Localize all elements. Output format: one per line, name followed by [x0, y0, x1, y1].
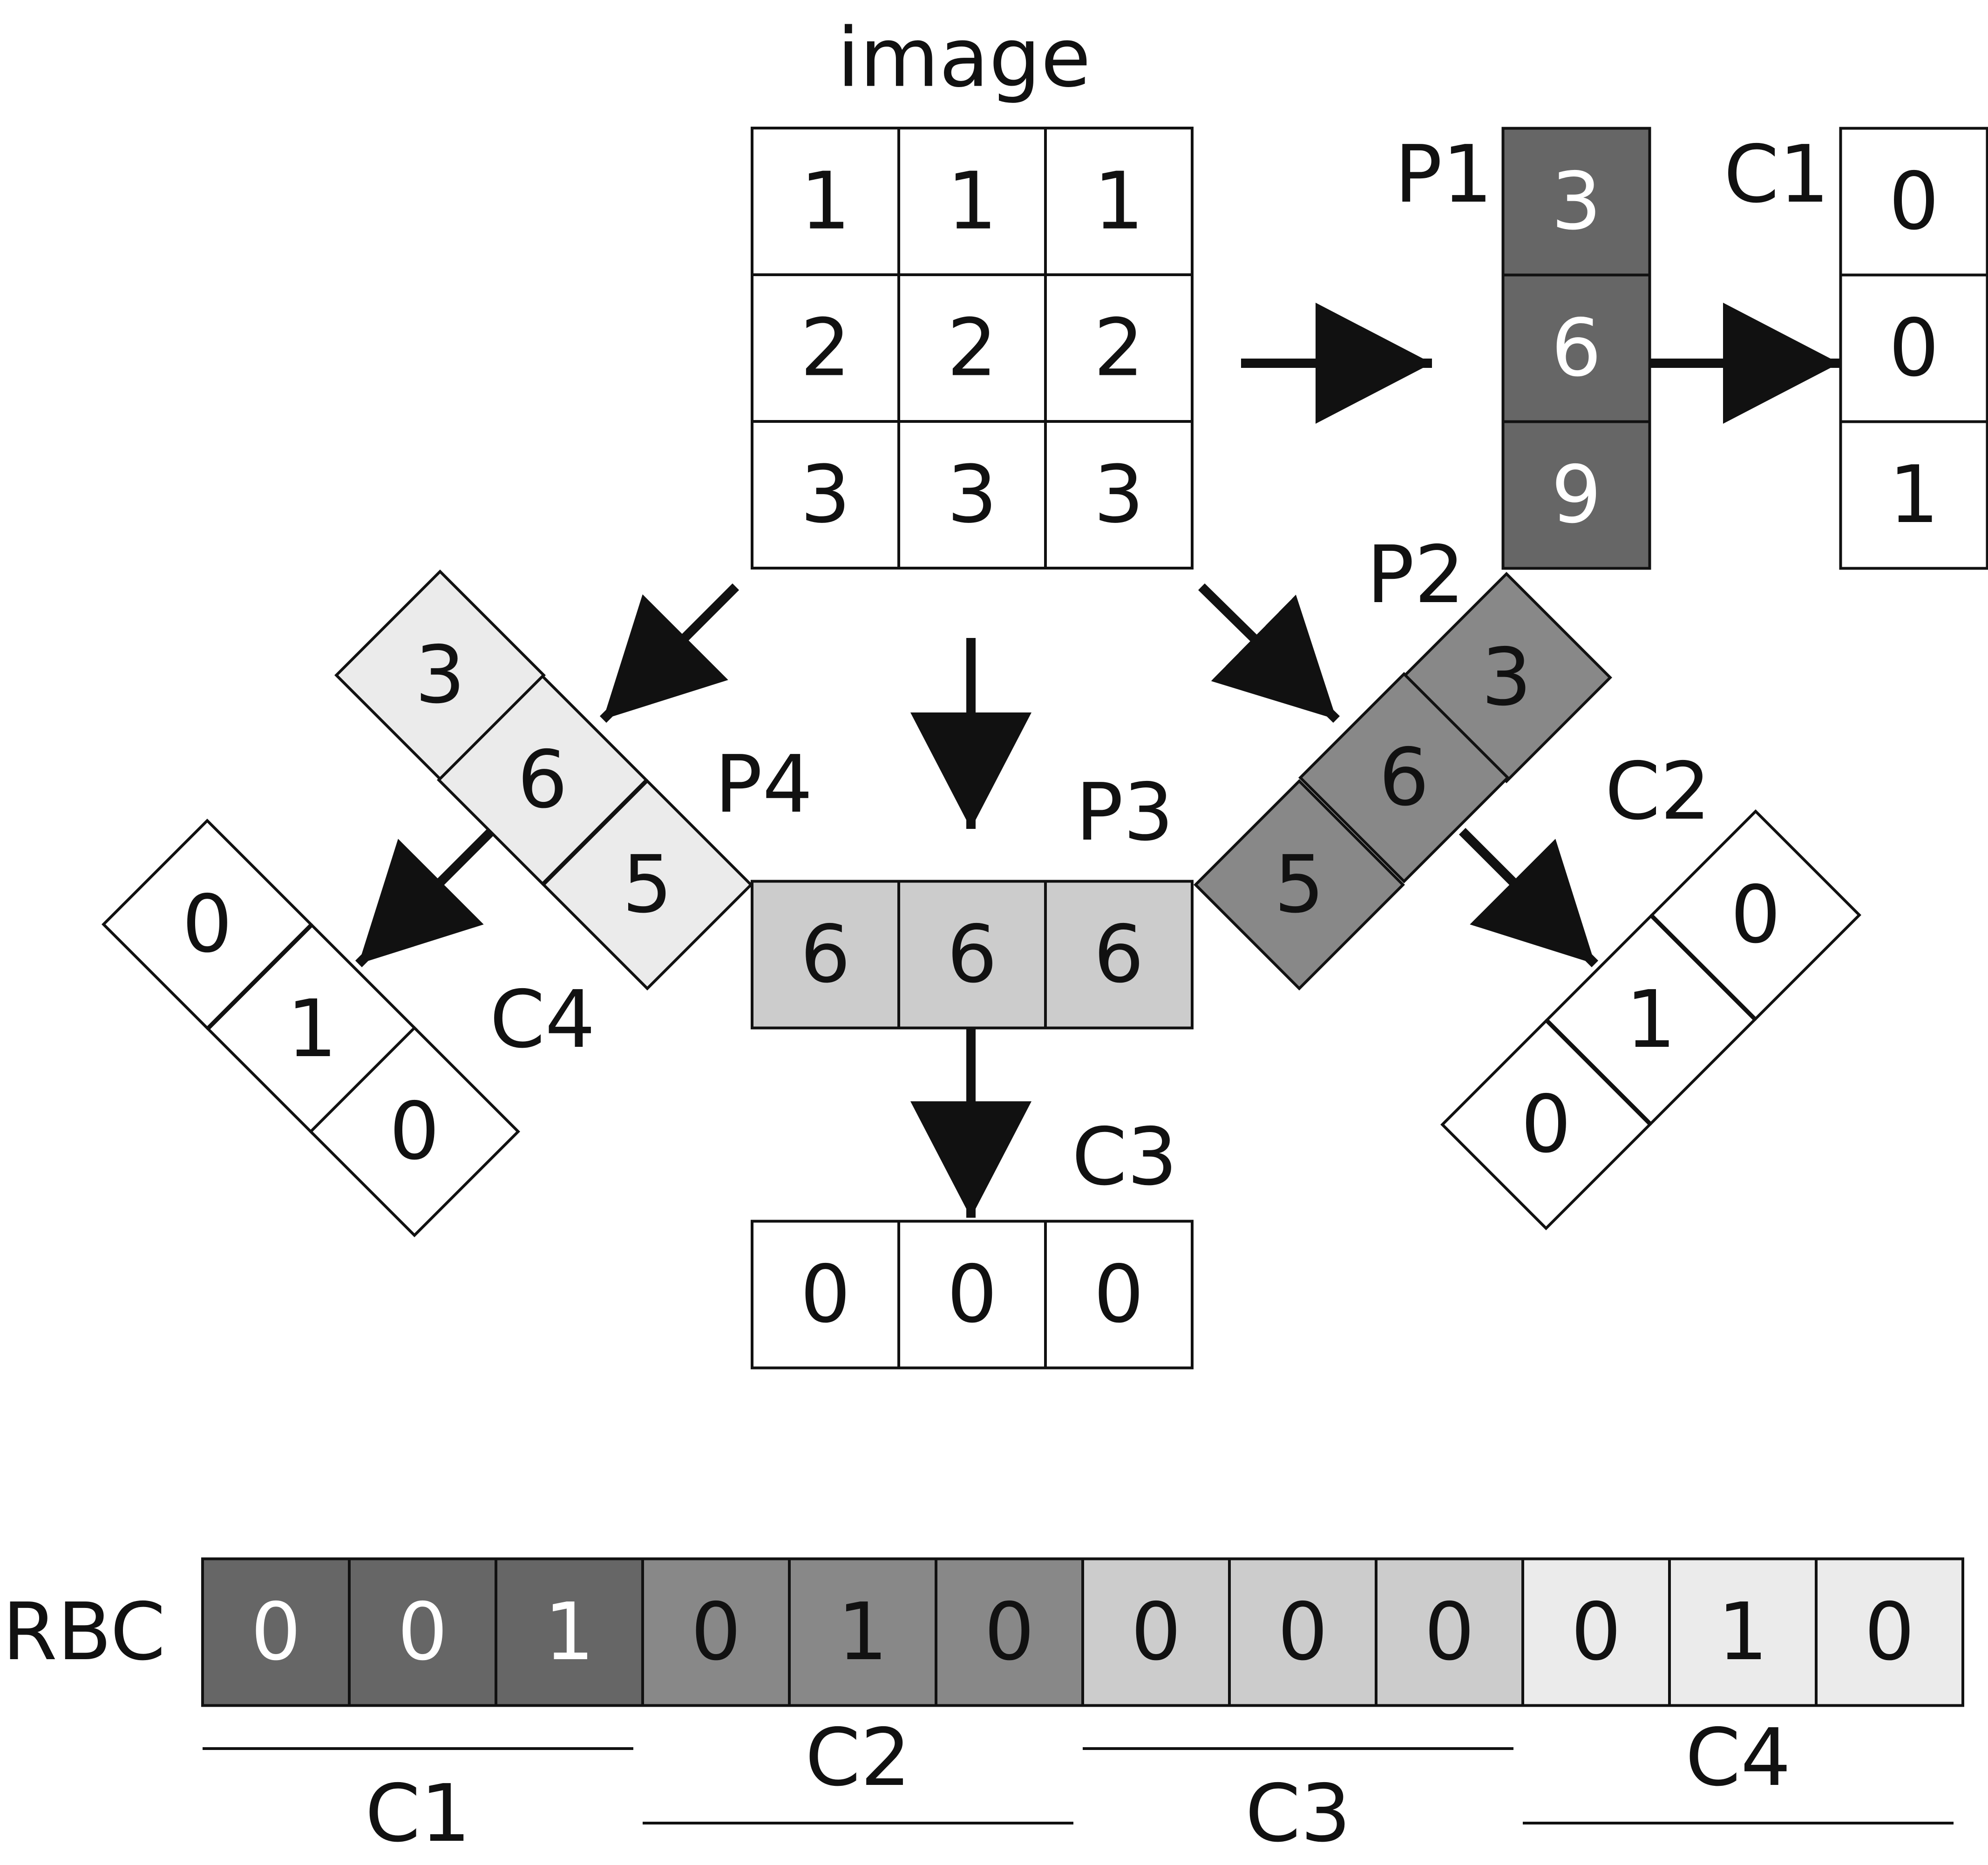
image-cell: [1044, 420, 1194, 570]
rbc-cell: [495, 1557, 644, 1707]
image-cell-value: 2: [1093, 302, 1144, 394]
c2-cell-value: 1: [1626, 974, 1676, 1066]
c3-cell-value: 0: [1093, 1248, 1144, 1341]
c1-label: C1: [1724, 129, 1830, 221]
rbc-group-label: C1: [365, 1768, 471, 1860]
rbc-cell-value: 1: [837, 1586, 888, 1678]
c2-label: C2: [1605, 746, 1711, 838]
c4-cell-value: 0: [389, 1085, 440, 1178]
image-cell: [897, 127, 1047, 276]
rbc-cell-value: 0: [1131, 1586, 1181, 1678]
p3-cell-value: 6: [800, 909, 850, 1001]
c1-cell: [1839, 273, 1988, 423]
image-cell: [1044, 273, 1194, 423]
p3-label: P3: [1076, 766, 1174, 859]
rbc-cell: [1228, 1557, 1377, 1707]
c4-cell-value: 0: [182, 878, 232, 970]
p2-cell-value: 6: [1379, 732, 1429, 824]
image-cell-value: 2: [800, 302, 850, 394]
c2-cell: [1650, 809, 1861, 1021]
c2-cell: [1545, 914, 1757, 1126]
p4-label: P4: [715, 739, 813, 831]
p4-cell-value: 5: [622, 839, 672, 931]
p2-cell: [1194, 779, 1405, 990]
p2-cell-value: 3: [1481, 631, 1532, 724]
rbc-cell-value: 1: [544, 1586, 594, 1678]
c2-cell-value: 0: [1730, 869, 1781, 961]
rbc-label: RBC: [2, 1586, 165, 1678]
image-cell: [751, 420, 900, 570]
c3-label: C3: [1072, 1111, 1178, 1203]
c4-label: C4: [490, 974, 596, 1066]
image-cell: [1044, 127, 1194, 276]
image-cell: [751, 127, 900, 276]
rbc-cell-value: 0: [397, 1586, 448, 1678]
rbc-cell: [1521, 1557, 1671, 1707]
image-title: image: [837, 11, 1091, 106]
rbc-cell-value: 0: [1864, 1586, 1914, 1678]
rbc-cell-value: 0: [1277, 1586, 1328, 1678]
c4-cell-value: 1: [287, 983, 337, 1075]
c3-cell-value: 0: [947, 1248, 997, 1341]
rbc-cell-value: 1: [1717, 1586, 1768, 1678]
c1-cell-value: 0: [1889, 156, 1939, 248]
p1-cell: [1501, 273, 1651, 423]
p3-cell: [751, 880, 900, 1030]
rbc-group-label: C3: [1245, 1768, 1351, 1860]
rbc-group-label: C4: [1685, 1712, 1791, 1804]
p4-cell-value: 3: [415, 629, 465, 721]
rbc-cell-value: 0: [984, 1586, 1034, 1678]
p1-cell-value: 6: [1551, 302, 1601, 394]
arrow-image-to-p4: [599, 583, 740, 723]
p1-cell: [1501, 127, 1651, 277]
p2-cell-value: 5: [1274, 839, 1324, 931]
p4-cell-value: 6: [517, 734, 568, 826]
c2-cell: [1440, 1019, 1652, 1230]
image-cell-value: 2: [947, 302, 997, 394]
p1-cell: [1501, 420, 1651, 570]
c3-cell: [751, 1220, 900, 1370]
p3-cell-value: 6: [1093, 909, 1144, 1001]
image-cell-value: 1: [800, 156, 850, 248]
p3-cell: [1044, 880, 1194, 1030]
c4-cell: [309, 1026, 520, 1237]
arrow-image-to-p2: [1198, 583, 1340, 723]
c1-cell-value: 1: [1889, 449, 1939, 541]
image-cell-value: 1: [947, 156, 997, 248]
p1-label: P1: [1395, 129, 1493, 221]
p2-label: P2: [1367, 529, 1465, 621]
p2-cell: [1298, 672, 1510, 883]
rbc-cell-value: 0: [251, 1586, 301, 1678]
rbc-cell-value: 0: [1571, 1586, 1621, 1678]
p4-cell: [542, 779, 753, 990]
arrow-p2-to-c2: [1459, 827, 1599, 968]
image-cell: [897, 420, 1047, 570]
rbc-cell: [201, 1557, 351, 1707]
arrow-p4-to-c4: [355, 827, 495, 968]
c3-cell-value: 0: [800, 1248, 850, 1341]
rbc-group-label: C2: [805, 1712, 911, 1804]
rbc-cell-value: 0: [691, 1586, 741, 1678]
p3-cell: [897, 880, 1047, 1030]
rbc-cell-value: 0: [1424, 1586, 1474, 1678]
image-cell-value: 3: [1093, 449, 1144, 541]
p3-cell-value: 6: [947, 909, 997, 1001]
c2-cell-value: 0: [1521, 1078, 1571, 1171]
p1-cell-value: 3: [1551, 156, 1601, 248]
rbc-cell: [1815, 1557, 1964, 1707]
c3-cell: [1044, 1220, 1194, 1370]
image-cell-value: 1: [1093, 156, 1144, 248]
c1-cell-value: 0: [1889, 302, 1939, 394]
rbc-cell: [1668, 1557, 1818, 1707]
image-cell-value: 3: [800, 449, 850, 541]
c4-cell: [102, 819, 313, 1030]
rbc-cell: [935, 1557, 1084, 1707]
c3-cell: [897, 1220, 1047, 1370]
image-cell-value: 3: [947, 449, 997, 541]
p1-cell-value: 9: [1551, 449, 1601, 541]
c1-cell: [1839, 420, 1988, 570]
rbc-cell: [348, 1557, 497, 1707]
